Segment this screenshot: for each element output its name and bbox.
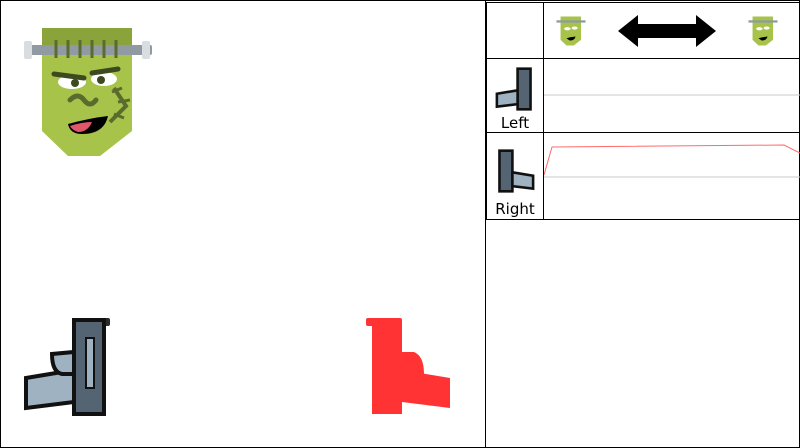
right-row-trace: [544, 144, 800, 176]
right-pistol-icon[interactable]: [362, 316, 454, 418]
grid-row-left: Left: [486, 58, 800, 133]
grid-header-row: [486, 2, 800, 59]
left-row-plot-cell: [543, 58, 800, 133]
grid-row-right: Right: [486, 132, 800, 220]
frankenstein-monster-icon: [556, 16, 586, 46]
pistol-icon: [495, 67, 532, 111]
left-row-label-cell: Left: [486, 58, 544, 133]
grid-corner-cell: [486, 2, 544, 59]
game-stage[interactable]: [0, 0, 486, 448]
double-arrow-icon[interactable]: [616, 11, 718, 51]
left-pistol-icon[interactable]: [22, 316, 114, 418]
left-row-plot: [544, 94, 800, 96]
right-row-label-cell: Right: [486, 132, 544, 220]
control-grid: Left Right: [486, 2, 800, 220]
row-label-left: Left: [500, 114, 530, 132]
row-label-right: Right: [495, 200, 535, 218]
grid-header-cell: [543, 2, 800, 59]
side-panel: Left Right: [486, 0, 800, 448]
frankenstein-monster-icon: [24, 28, 152, 156]
frankenstein-monster-icon: [748, 16, 778, 46]
right-row-plot: [544, 144, 800, 178]
right-row-plot-cell: [543, 132, 800, 220]
pistol-icon: [498, 149, 535, 193]
